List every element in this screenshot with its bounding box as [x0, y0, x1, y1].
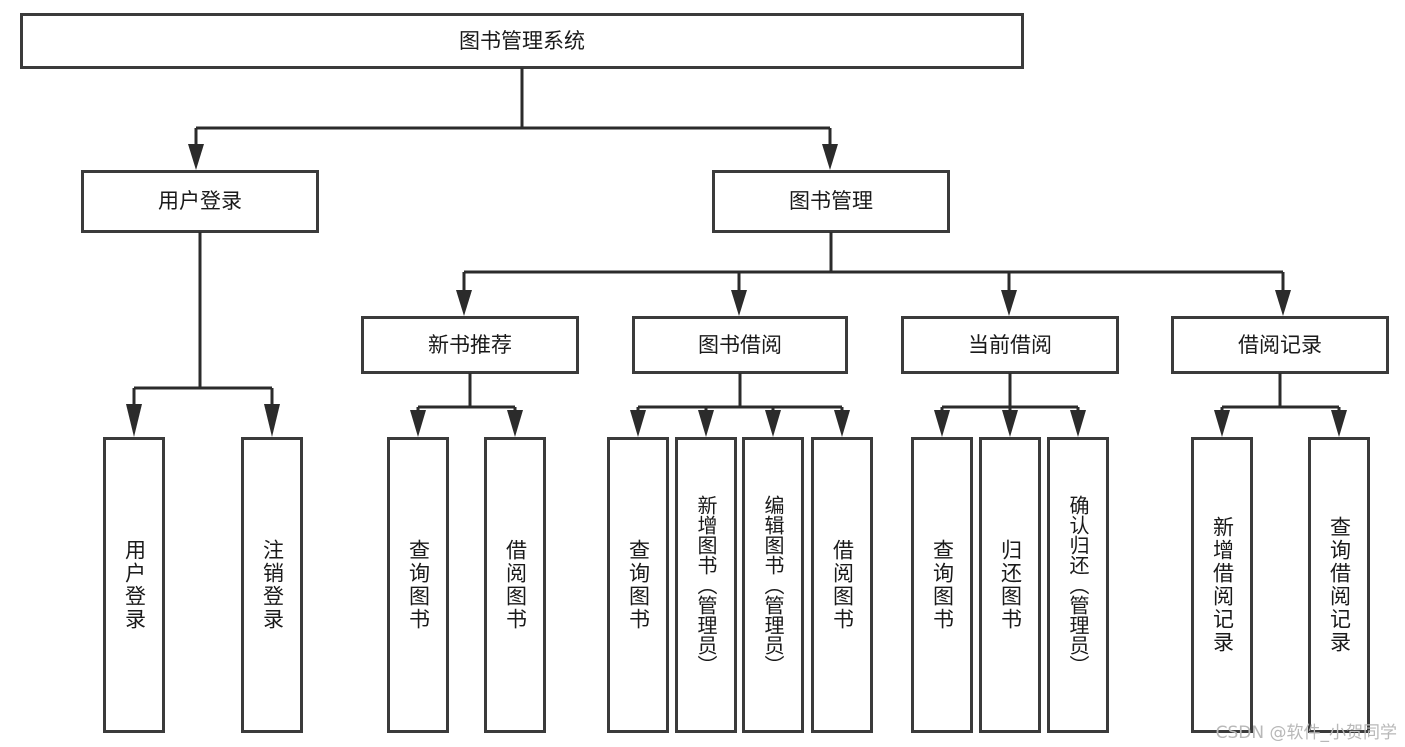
arrow-head-icon — [1001, 290, 1017, 316]
leaf-label: 新增借阅记录 — [1210, 516, 1235, 654]
leaf-book-borrow-edit-book-admin[interactable]: 编辑图书（管理员） — [742, 437, 804, 733]
node-current-borrow-label: 当前借阅 — [968, 333, 1052, 357]
leaf-user-login-login[interactable]: 用户登录 — [103, 437, 165, 733]
node-book-borrow-label: 图书借阅 — [698, 333, 782, 357]
leaf-current-borrow-query-book[interactable]: 查询图书 — [911, 437, 973, 733]
arrow-head-icon — [1070, 410, 1086, 437]
node-root-label: 图书管理系统 — [459, 29, 585, 53]
leaf-label: 查询借阅记录 — [1327, 516, 1352, 654]
node-book-borrow-box — [632, 316, 848, 374]
connector-new-book-recommend-to-leaves — [410, 373, 523, 437]
node-borrow-record[interactable]: 借阅记录 — [1171, 316, 1389, 374]
node-new-book-recommend[interactable]: 新书推荐 — [361, 316, 579, 374]
node-new-book-recommend-label: 新书推荐 — [428, 333, 512, 357]
leaf-borrow-record-query-record[interactable]: 查询借阅记录 — [1308, 437, 1370, 733]
node-root[interactable]: 图书管理系统 — [20, 13, 1024, 69]
connector-book-borrow-to-leaves — [630, 373, 850, 437]
node-current-borrow[interactable]: 当前借阅 — [901, 316, 1119, 374]
leaf-borrow-record-add-record[interactable]: 新增借阅记录 — [1191, 437, 1253, 733]
leaf-label: 借阅图书 — [830, 539, 855, 631]
arrow-head-icon — [934, 410, 950, 437]
connector-root-to-level2 — [188, 68, 838, 170]
node-book-management-label: 图书管理 — [789, 189, 873, 213]
node-new-book-recommend-box — [361, 316, 579, 374]
leaf-current-borrow-return-book[interactable]: 归还图书 — [979, 437, 1041, 733]
leaf-new-book-query-book[interactable]: 查询图书 — [387, 437, 449, 733]
arrow-head-icon — [765, 410, 781, 437]
arrow-head-icon — [1214, 410, 1230, 437]
node-user-login-label: 用户登录 — [158, 189, 242, 213]
leaf-label: 查询图书 — [406, 539, 431, 631]
leaf-new-book-borrow-book[interactable]: 借阅图书 — [484, 437, 546, 733]
arrow-head-icon — [456, 290, 472, 316]
connector-book-management-to-level3 — [456, 232, 1291, 316]
arrow-head-icon — [731, 290, 747, 316]
arrow-head-icon — [1275, 290, 1291, 316]
leaf-label: 新增图书（管理员） — [694, 495, 718, 675]
node-user-login[interactable]: 用户登录 — [81, 170, 319, 233]
arrow-head-icon — [834, 410, 850, 437]
leaf-label: 借阅图书 — [503, 539, 528, 631]
node-borrow-record-label: 借阅记录 — [1238, 333, 1322, 357]
leaf-label: 注销登录 — [260, 539, 285, 631]
leaf-label: 确认归还（管理员） — [1066, 495, 1090, 675]
leaf-label: 归还图书 — [998, 539, 1023, 631]
leaf-label: 查询图书 — [930, 539, 955, 631]
connector-current-borrow-to-leaves — [934, 373, 1086, 437]
connector-borrow-record-to-leaves — [1214, 373, 1347, 437]
leaf-current-borrow-confirm-return-admin[interactable]: 确认归还（管理员） — [1047, 437, 1109, 733]
arrow-head-icon — [822, 144, 838, 170]
arrow-head-icon — [1331, 410, 1347, 437]
leaf-label: 查询图书 — [626, 539, 651, 631]
arrow-head-icon — [410, 410, 426, 437]
node-book-borrow[interactable]: 图书借阅 — [632, 316, 848, 374]
arrow-head-icon — [1002, 410, 1018, 437]
arrow-head-icon — [188, 144, 204, 170]
leaf-user-login-logout[interactable]: 注销登录 — [241, 437, 303, 733]
arrow-head-icon — [126, 404, 142, 437]
node-root-box — [20, 13, 1024, 69]
node-book-management-box — [712, 170, 950, 233]
node-current-borrow-box — [901, 316, 1119, 374]
leaf-label: 用户登录 — [122, 539, 147, 631]
node-book-management[interactable]: 图书管理 — [712, 170, 950, 233]
leaf-book-borrow-query-book[interactable]: 查询图书 — [607, 437, 669, 733]
arrow-head-icon — [264, 404, 280, 437]
arrow-head-icon — [630, 410, 646, 437]
leaf-book-borrow-add-book-admin[interactable]: 新增图书（管理员） — [675, 437, 737, 733]
node-user-login-box — [81, 170, 319, 233]
arrow-head-icon — [698, 410, 714, 437]
arrow-head-icon — [507, 410, 523, 437]
node-borrow-record-box — [1171, 316, 1389, 374]
connector-user-login-to-leaves — [126, 232, 280, 437]
leaf-book-borrow-borrow-book[interactable]: 借阅图书 — [811, 437, 873, 733]
leaf-label: 编辑图书（管理员） — [761, 495, 785, 675]
